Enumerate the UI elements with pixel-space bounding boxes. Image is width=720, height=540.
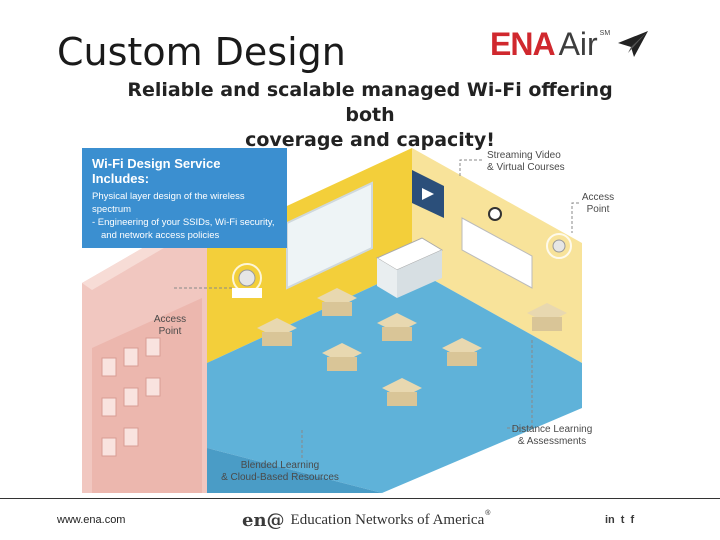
- label-access-left-line-1: Access: [153, 314, 187, 325]
- info-box-title: Wi-Fi Design Service Includes:: [92, 156, 221, 186]
- footer-org-name: Education Networks of America: [290, 512, 485, 528]
- footer-divider: [0, 498, 720, 499]
- footer-ena-mark: en@: [242, 510, 285, 531]
- label-streaming-video: Streaming Video & Virtual Courses: [487, 150, 565, 174]
- access-point-left-icon: [232, 263, 262, 298]
- label-distance-line-1: Distance Learning: [511, 424, 593, 435]
- teacher-desk-front: [397, 250, 442, 298]
- slide-title: Custom Design: [57, 30, 346, 74]
- student-desks: [257, 288, 567, 406]
- callout-lines: [174, 159, 579, 458]
- ena-air-logo: ENA Air SM: [490, 24, 649, 64]
- info-box-line-3: and network access policies: [101, 230, 220, 241]
- subtitle-line-1: Reliable and scalable managed Wi-Fi offe…: [127, 79, 613, 126]
- subtitle-line-2: coverage and capacity!: [245, 129, 495, 151]
- classroom-floor: [207, 268, 582, 493]
- label-distance-learning: Distance Learning & Assessments: [510, 424, 594, 448]
- label-blended-line-2: & Cloud-Based Resources: [221, 472, 339, 483]
- footer-org-logo: en@ Education Networks of America ®: [242, 510, 490, 531]
- footer-social-links: in t f: [605, 514, 634, 526]
- footer-url[interactable]: www.ena.com: [57, 514, 126, 526]
- linkedin-icon[interactable]: in: [605, 514, 615, 526]
- teacher-desk-side: [377, 258, 397, 298]
- label-access-left-line-2: Point: [158, 326, 182, 337]
- play-icon: [422, 188, 434, 200]
- label-access-right-line-2: Point: [586, 204, 610, 215]
- floor-edge: [207, 448, 382, 493]
- wall-clock-icon: [488, 207, 502, 221]
- label-access-right-line-1: Access: [581, 192, 615, 203]
- whiteboard: [461, 217, 533, 289]
- label-streaming-line-2: & Virtual Courses: [487, 162, 565, 173]
- twitter-icon[interactable]: t: [620, 514, 625, 526]
- logo-air-text: Air: [558, 25, 598, 62]
- facebook-icon[interactable]: f: [630, 514, 635, 526]
- footer-registered-mark: ®: [485, 510, 491, 517]
- label-blended-line-1: Blended Learning: [240, 460, 320, 471]
- classroom-illustration: [82, 148, 582, 493]
- paper-plane-icon: [618, 31, 649, 57]
- access-point-right-icon: [546, 233, 572, 259]
- logo-sm-mark: SM: [599, 30, 611, 37]
- label-access-point-right: Access Point: [578, 192, 618, 216]
- building-windows: [101, 337, 161, 457]
- label-access-point-left: Access Point: [150, 314, 190, 338]
- slide-subtitle: Reliable and scalable managed Wi-Fi offe…: [110, 78, 630, 153]
- wifi-design-info-box: Wi-Fi Design Service Includes: Physical …: [82, 148, 287, 248]
- label-streaming-line-1: Streaming Video: [487, 150, 561, 161]
- classroom-window: [286, 181, 373, 290]
- logo-ena-text: ENA: [490, 25, 556, 62]
- label-blended-learning: Blended Learning & Cloud-Based Resources: [218, 460, 342, 484]
- info-box-line-2: - Engineering of your SSIDs, Wi-Fi secur…: [92, 217, 275, 228]
- label-distance-line-2: & Assessments: [517, 436, 587, 447]
- info-box-line-1: Physical layer design of the wireless sp…: [92, 191, 245, 215]
